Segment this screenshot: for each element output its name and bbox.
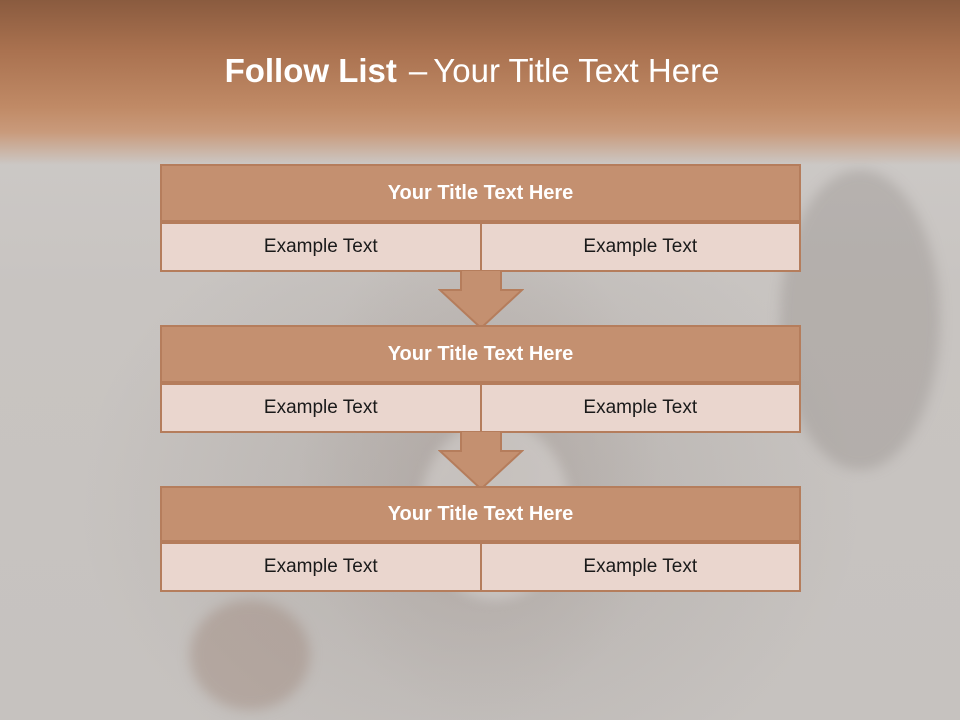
block-row: Example Text Example Text [160, 222, 801, 272]
header-band [0, 0, 960, 165]
background-photo-shape [190, 600, 310, 710]
block-cell-left: Example Text [160, 542, 482, 592]
block-row: Example Text Example Text [160, 542, 801, 592]
slide-title-separator: – [408, 52, 428, 89]
block-title: Your Title Text Here [160, 325, 801, 383]
list-block: Your Title Text Here Example Text Exampl… [160, 486, 801, 592]
down-arrow-icon [438, 270, 524, 330]
block-cell-right: Example Text [481, 222, 801, 272]
block-title: Your Title Text Here [160, 486, 801, 542]
block-cell-left: Example Text [160, 383, 482, 433]
block-cell-left: Example Text [160, 222, 482, 272]
block-row: Example Text Example Text [160, 383, 801, 433]
down-arrow-icon [438, 431, 524, 491]
list-block: Your Title Text Here Example Text Exampl… [160, 325, 801, 433]
slide-title: Follow List–Your Title Text Here [0, 52, 944, 90]
slide-title-bold: Follow List [224, 52, 397, 89]
list-block: Your Title Text Here Example Text Exampl… [160, 164, 801, 272]
block-title: Your Title Text Here [160, 164, 801, 222]
block-cell-right: Example Text [481, 542, 801, 592]
slide-title-rest: Your Title Text Here [433, 52, 720, 89]
background-photo-shape [780, 170, 940, 470]
block-cell-right: Example Text [481, 383, 801, 433]
